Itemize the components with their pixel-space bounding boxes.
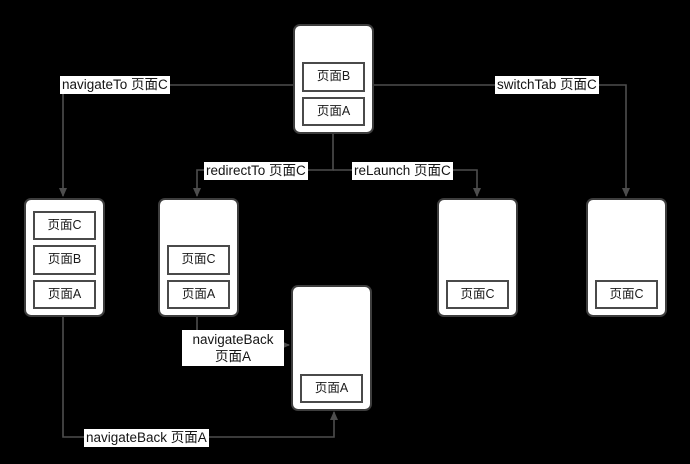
page-item[interactable]: 页面B: [33, 245, 96, 275]
page-item[interactable]: 页面A: [33, 279, 96, 309]
page-item[interactable]: 页面A: [300, 373, 363, 403]
edge-label-navigate-back-mid: navigateBack 页面A: [182, 330, 284, 366]
edge-label-relaunch: reLaunch 页面C: [352, 162, 453, 180]
edge-label-switch-tab: switchTab 页面C: [495, 76, 599, 94]
edge-label-navigate-back-bottom: navigateBack 页面A: [84, 429, 209, 447]
page-item[interactable]: 页面C: [33, 210, 96, 240]
stack-navigate-back[interactable]: 页面A: [291, 285, 372, 411]
edge-label-line2: 页面A: [214, 349, 251, 364]
page-item[interactable]: 页面B: [302, 62, 365, 92]
stack-redirect-to[interactable]: 页面C 页面A: [158, 198, 239, 317]
stack-navigate-to[interactable]: 页面C 页面B 页面A: [24, 198, 105, 317]
stack-top[interactable]: 页面B 页面A: [293, 24, 374, 134]
edge-label-redirect-to: redirectTo 页面C: [204, 162, 308, 180]
edge-label-navigate-to: navigateTo 页面C: [60, 76, 170, 94]
page-item[interactable]: 页面C: [595, 279, 658, 309]
stack-switch-tab[interactable]: 页面C: [586, 198, 667, 317]
page-item[interactable]: 页面A: [302, 96, 365, 126]
page-item[interactable]: 页面C: [446, 279, 509, 309]
page-item[interactable]: 页面C: [167, 245, 230, 275]
stack-relaunch[interactable]: 页面C: [437, 198, 518, 317]
page-item[interactable]: 页面A: [167, 279, 230, 309]
edge-label-line1: navigateBack: [192, 332, 274, 347]
